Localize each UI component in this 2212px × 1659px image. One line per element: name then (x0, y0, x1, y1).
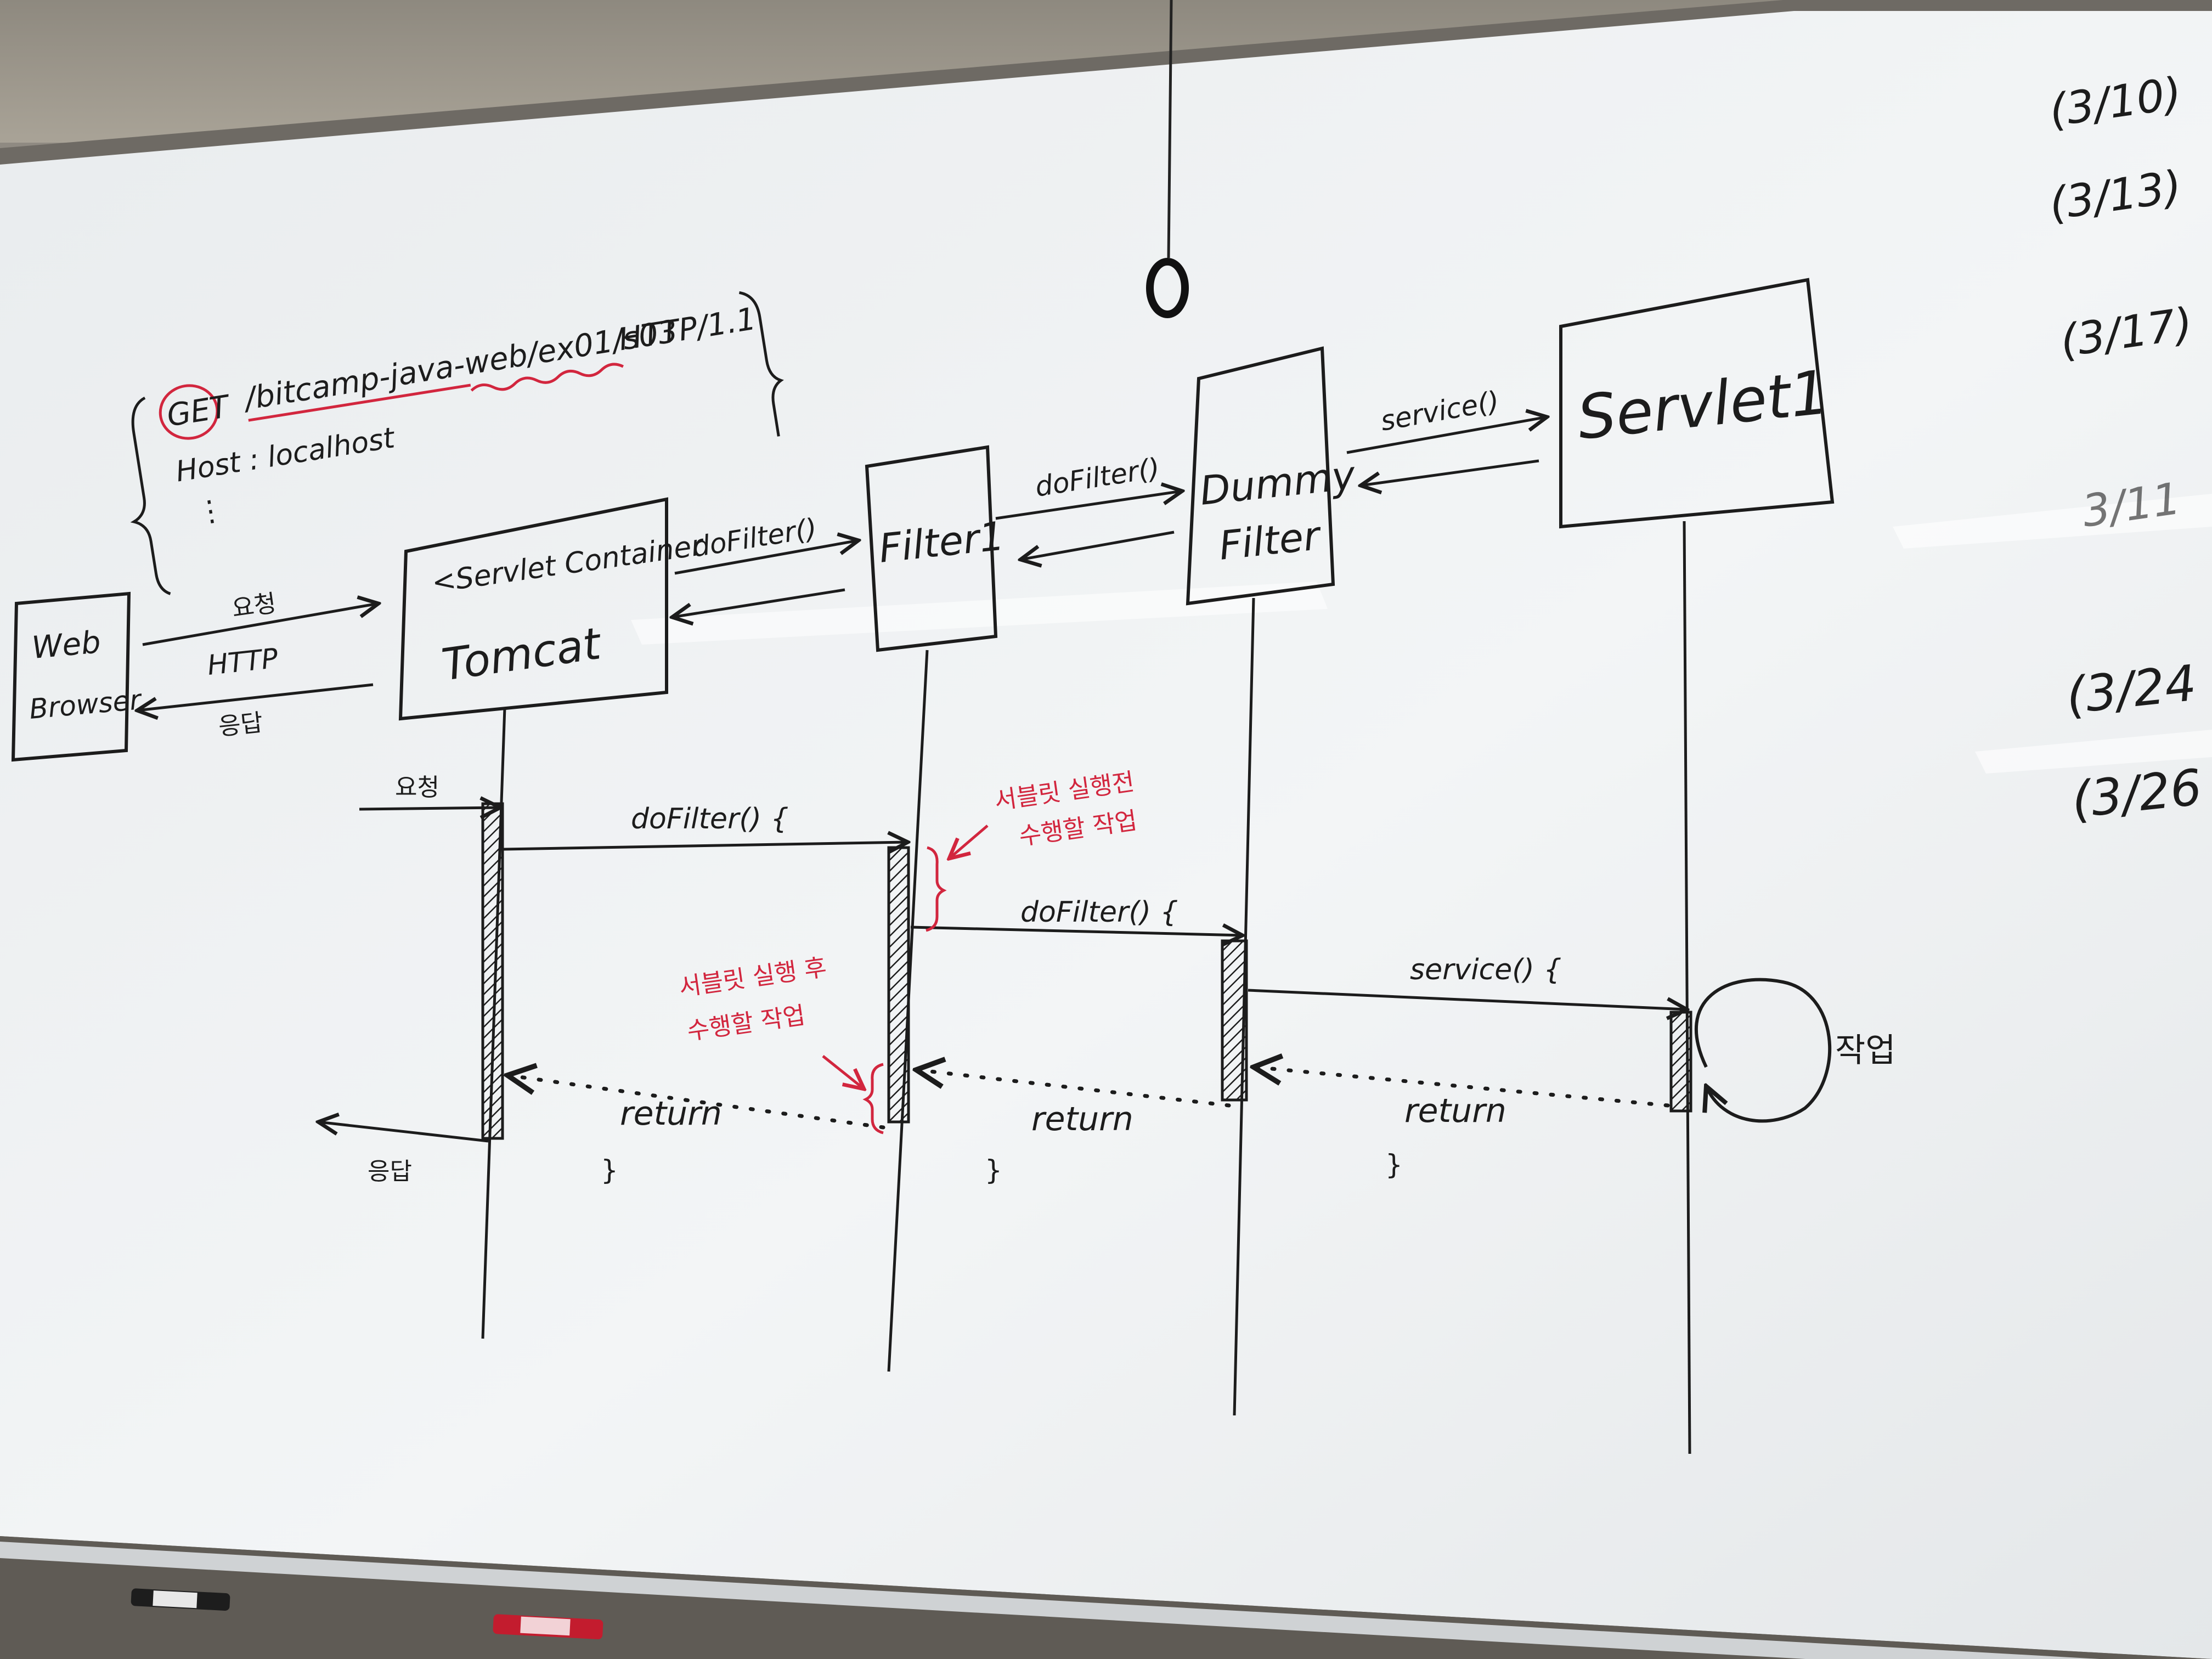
arrow-container-to-browser (137, 683, 374, 710)
arrow-outgoing-response (318, 1122, 489, 1143)
arrow-dummy-to-servlet (1346, 417, 1547, 454)
dummy-filter-box (1186, 346, 1335, 606)
label-call-dofilter-1: doFilter() { (631, 803, 789, 836)
label-http: HTTP (206, 642, 280, 681)
closing-brace-3: } (1385, 1149, 1403, 1181)
left-brace (130, 396, 171, 595)
label-call-dofilter-2: doFilter() { (1020, 896, 1178, 929)
activation-dummy (1221, 939, 1248, 1102)
marker-black (131, 1588, 230, 1611)
hanging-cord (1167, 0, 1173, 258)
self-loop-arrow (1694, 978, 1832, 1123)
label-outgoing-response: 응답 (368, 1158, 412, 1186)
red-underline (248, 383, 471, 422)
arrow-call-dofilter-2 (910, 927, 1243, 935)
label-incoming-request: 요청 (395, 774, 439, 802)
lifeline-servlet (1683, 521, 1691, 1454)
http-ellipsis: ⋮ (194, 493, 228, 529)
date-5: (3/24 (2063, 654, 2199, 725)
arrow-incoming-request (359, 808, 500, 809)
arrow-filter1-to-dummy (995, 491, 1182, 520)
red-brace-after (862, 1063, 884, 1135)
date-column: (3/10) (3/13) (3/17) 3/11 (3/24 (3/26 (2046, 67, 2205, 830)
board-surface (0, 11, 2212, 1659)
arrow-container-to-filter1 (674, 540, 859, 575)
label-self-work: 작업 (1835, 1031, 1895, 1070)
web-browser-label-1: Web (31, 624, 103, 666)
label-return-2: return (1031, 1100, 1133, 1138)
arrow-filter1-to-container (672, 588, 845, 617)
red-arrow-before (949, 825, 989, 859)
marker-red (493, 1614, 603, 1640)
label-response-top: 응답 (217, 709, 264, 741)
label-return-3: return (1404, 1092, 1506, 1130)
board-bottom-edge (0, 1542, 2212, 1659)
arrow-call-dofilter-1 (503, 842, 908, 849)
arrow-browser-to-container (142, 603, 379, 646)
activation-servlet (1669, 1011, 1692, 1113)
activation-container (481, 802, 504, 1140)
dummy-filter-label-2: Filter (1217, 512, 1324, 569)
label-call-service: service() { (1410, 953, 1561, 986)
closing-brace-1: } (601, 1154, 618, 1186)
right-brace (738, 291, 784, 437)
return-arrow-filter1 (507, 1075, 885, 1130)
light-glare-right (1893, 494, 2212, 549)
red-circle-get (159, 384, 219, 440)
servlet1-box (1559, 278, 1835, 529)
arrow-dummy-to-filter1 (1020, 531, 1175, 560)
arrow-call-service (1248, 989, 1687, 1009)
light-glare (631, 582, 1328, 645)
label-request-top: 요청 (230, 589, 278, 623)
hanging-ring (1146, 258, 1189, 318)
return-arrow-servlet (1254, 1067, 1670, 1108)
activation-filter1 (887, 846, 910, 1124)
servlet-container-box (398, 497, 668, 721)
red-wavy-underline (470, 363, 624, 392)
web-browser-box (11, 591, 131, 762)
closing-brace-2: } (985, 1154, 1002, 1186)
red-arrow-after (822, 1055, 864, 1089)
red-brace-before (926, 846, 947, 932)
return-arrow-dummy (916, 1070, 1231, 1108)
light-glare-right-2 (1975, 730, 2212, 774)
label-return-1: return (620, 1094, 722, 1133)
filter1-box (865, 445, 998, 652)
arrow-servlet-to-dummy (1361, 459, 1539, 486)
date-6: (3/26 (2069, 759, 2204, 830)
